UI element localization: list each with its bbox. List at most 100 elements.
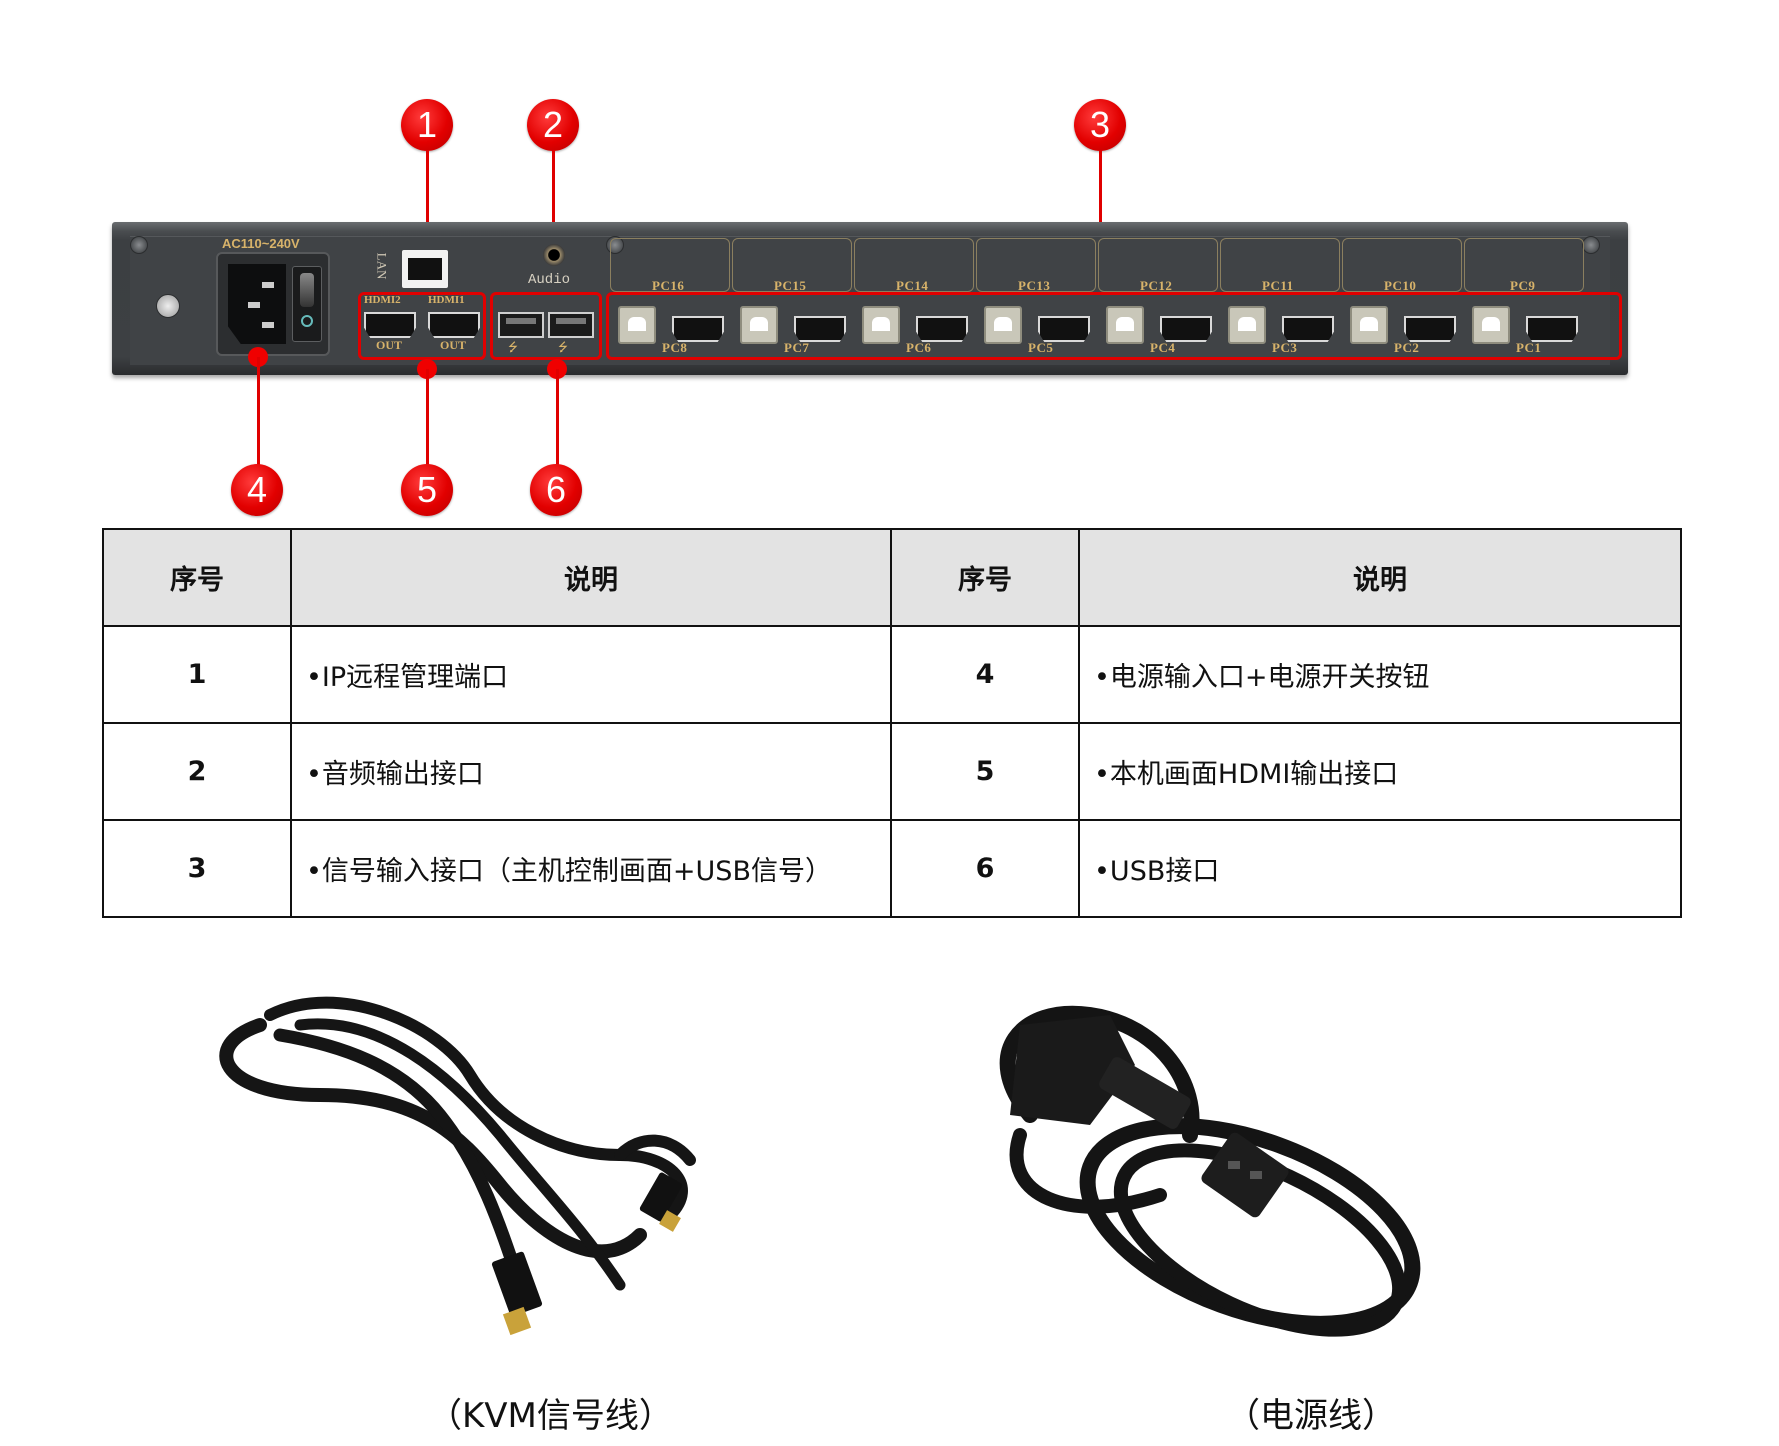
usb-a-port-icon — [548, 312, 594, 338]
leader-line-6 — [556, 369, 559, 467]
pc14-label: PC14 — [896, 278, 929, 293]
pc13-label: PC13 — [1018, 278, 1051, 293]
pc-slot-upper — [976, 238, 1096, 292]
callout-2: 2 — [527, 99, 579, 151]
usb-b-port-icon — [1350, 306, 1388, 344]
pc11-label: PC11 — [1262, 278, 1294, 293]
row-index: 4 — [890, 625, 1080, 724]
col-header-index: 序号 — [890, 528, 1080, 627]
hdmi-port-icon — [916, 316, 968, 342]
pc4-label: PC4 — [1150, 340, 1176, 355]
usb-b-port-icon — [618, 306, 656, 344]
row-description: •本机画面HDMI输出接口 — [1078, 722, 1682, 821]
ground-screw-icon — [156, 294, 180, 318]
callout-6: 6 — [530, 464, 582, 516]
row-description: •USB接口 — [1078, 819, 1682, 918]
power-cord-caption: （电源线） — [1226, 1396, 1396, 1436]
callout-1: 1 — [401, 99, 453, 151]
usb-b-port-icon — [862, 306, 900, 344]
row-index: 6 — [890, 819, 1080, 918]
pc-slot-upper — [854, 238, 974, 292]
row-index: 1 — [102, 625, 292, 724]
kvm-rear-panel: AC110~240V LAN Audio HDMI2 HDMI1 OUT OUT… — [112, 222, 1628, 375]
iec-power-inlet-icon — [228, 264, 286, 344]
row-index: 3 — [102, 819, 292, 918]
callout-5: 5 — [401, 464, 453, 516]
usb-b-port-icon — [1472, 306, 1510, 344]
power-cord-photo — [999, 1005, 1421, 1337]
pc15-label: PC15 — [774, 278, 807, 293]
lan-port-icon — [402, 250, 448, 288]
row-index: 5 — [890, 722, 1080, 821]
pc10-label: PC10 — [1384, 278, 1417, 293]
pc-slot-upper — [1220, 238, 1340, 292]
callout-4: 4 — [231, 464, 283, 516]
usb-b-port-icon — [740, 306, 778, 344]
pc5-label: PC5 — [1028, 340, 1054, 355]
hdmi-port-icon — [364, 312, 416, 338]
col-header-index: 序号 — [102, 528, 292, 627]
usb-symbol-icon: ⭍ — [508, 340, 518, 354]
pc-slot-upper — [1098, 238, 1218, 292]
leader-line-2 — [552, 150, 555, 242]
col-header-description: 说明 — [290, 528, 892, 627]
usb-highlight — [490, 292, 602, 360]
row-index: 2 — [102, 722, 292, 821]
pc8-label: PC8 — [662, 340, 688, 355]
col-header-description: 说明 — [1078, 528, 1682, 627]
leader-line-5 — [426, 369, 429, 467]
callout-number: 3 — [1089, 104, 1111, 145]
usb-b-port-icon — [984, 306, 1022, 344]
pc-slot-upper — [732, 238, 852, 292]
power-rating-label: AC110~240V — [222, 236, 300, 251]
callout-3: 3 — [1074, 99, 1126, 151]
pc-slot-upper — [610, 238, 730, 292]
callout-number: 1 — [416, 104, 438, 145]
hdmi-port-icon — [1526, 316, 1578, 342]
callout-number: 5 — [416, 469, 438, 510]
pc-slot-upper — [1464, 238, 1584, 292]
hdmi-out-highlight — [358, 292, 486, 360]
screw-icon — [130, 236, 148, 254]
usb-b-port-icon — [1106, 306, 1144, 344]
leader-line-4 — [257, 357, 260, 467]
hdmi-port-icon — [1404, 316, 1456, 342]
screw-icon — [1582, 236, 1600, 254]
audio-jack-icon — [543, 244, 565, 266]
leader-line-1 — [426, 150, 429, 250]
pc3-label: PC3 — [1272, 340, 1298, 355]
usb-a-port-icon — [498, 312, 544, 338]
table-row: 3 •信号输入接口（主机控制画面+USB信号） 6 •USB接口 — [102, 819, 1682, 918]
callout-number: 4 — [246, 469, 268, 510]
hdmi-port-icon — [794, 316, 846, 342]
hdmi-port-icon — [1282, 316, 1334, 342]
pc9-label: PC9 — [1510, 278, 1536, 293]
callout-number: 6 — [545, 469, 567, 510]
row-description: •电源输入口+电源开关按钮 — [1078, 625, 1682, 724]
hdmi2-label: HDMI2 — [364, 294, 401, 306]
pc1-label: PC1 — [1516, 340, 1542, 355]
hdmi1-out-label: OUT — [440, 338, 467, 352]
row-description: •信号输入接口（主机控制画面+USB信号） — [290, 819, 892, 918]
usb-symbol-icon: ⭍ — [558, 340, 568, 354]
lan-label: LAN — [374, 252, 390, 280]
table-row: 1 •IP远程管理端口 4 •电源输入口+电源开关按钮 — [102, 625, 1682, 724]
callout-number: 2 — [542, 104, 564, 145]
row-description: •音频输出接口 — [290, 722, 892, 821]
pc7-label: PC7 — [784, 340, 810, 355]
power-inlet-switch — [216, 252, 330, 356]
hdmi-port-icon — [1160, 316, 1212, 342]
pc2-label: PC2 — [1394, 340, 1420, 355]
hdmi-port-icon — [672, 316, 724, 342]
kvm-cable-caption: （KVM信号线） — [428, 1396, 673, 1436]
pc-slot-upper — [1342, 238, 1462, 292]
hdmi-port-icon — [428, 312, 480, 338]
port-description-table: 序号 说明 序号 说明 1 •IP远程管理端口 4 •电源输入口+电源开关按钮 … — [102, 528, 1682, 918]
table-row: 2 •音频输出接口 5 •本机画面HDMI输出接口 — [102, 722, 1682, 821]
pc6-label: PC6 — [906, 340, 932, 355]
table-header-row: 序号 说明 序号 说明 — [102, 528, 1682, 627]
power-switch-icon — [292, 266, 322, 342]
hdmi1-label: HDMI1 — [428, 294, 465, 306]
kvm-cable-photo — [219, 996, 696, 1336]
hdmi-port-icon — [1038, 316, 1090, 342]
